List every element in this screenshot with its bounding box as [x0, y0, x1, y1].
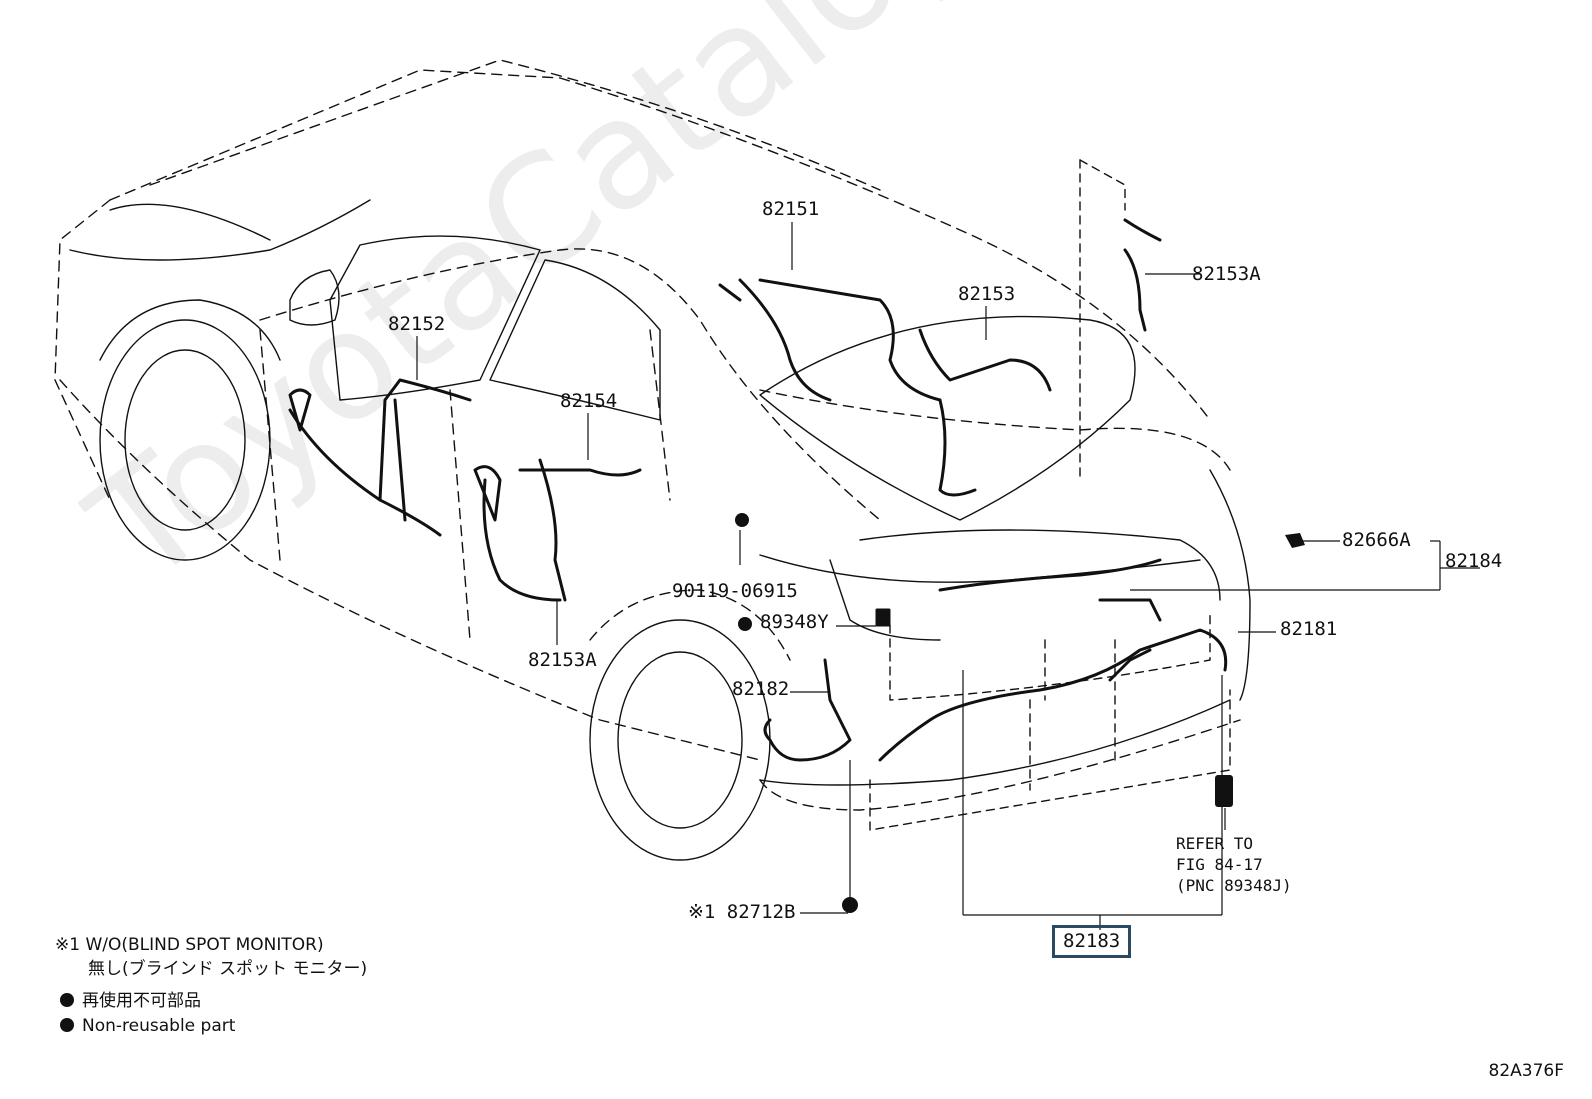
roof-outline [109, 69, 1211, 421]
harness-82153A-top [1123, 218, 1162, 332]
label-82181[interactable]: 82181 [1280, 618, 1338, 640]
label-82666A[interactable]: 82666A [1342, 529, 1411, 551]
nonreusable-dot-icon [60, 993, 74, 1007]
legend-note1-jp: 無し(ブラインド スポット モニター) [88, 959, 368, 979]
figure-code: 82A376F [1488, 1061, 1565, 1081]
refer-note: REFER TO FIG 84-17 (PNC 89348J) [1176, 833, 1292, 896]
label-82712B[interactable]: ※1 82712B [688, 901, 796, 923]
legend-note1-en: ※1 W/O(BLIND SPOT MONITOR) [55, 935, 324, 955]
refer-line-1: REFER TO [1176, 834, 1254, 853]
label-82153A-bottom[interactable]: 82153A [528, 649, 597, 671]
legend-jp-text: 再使用不可部品 [82, 991, 201, 1011]
refer-line-3: (PNC 89348J) [1176, 876, 1292, 895]
label-82153A-top[interactable]: 82153A [1192, 263, 1261, 285]
harness-82153 [918, 328, 1052, 497]
harness-82151 [718, 278, 942, 402]
label-82151[interactable]: 82151 [762, 198, 820, 220]
label-90119-06915[interactable]: 90119-06915 [672, 580, 798, 602]
harness-82152 [288, 378, 472, 537]
legend-en-text: Non-reusable part [82, 1016, 236, 1036]
legend-jp-nonreusable: 再使用不可部品 [60, 993, 201, 1010]
label-82182[interactable]: 82182 [732, 678, 790, 700]
label-82183[interactable]: 82183 [1052, 925, 1132, 958]
label-82153[interactable]: 82153 [958, 283, 1016, 305]
legend-en-nonreusable: Non-reusable part [60, 1018, 235, 1035]
connector-82712B [842, 897, 858, 913]
clip-82666A [1285, 533, 1305, 548]
harness-82183 [878, 628, 1228, 762]
harness-82154 [482, 458, 642, 602]
sensor-89348J [1215, 775, 1233, 807]
label-82154[interactable]: 82154 [560, 390, 618, 412]
nonreusable-dot-89348Y [738, 617, 752, 631]
label-82152[interactable]: 82152 [388, 313, 446, 335]
label-82184[interactable]: 82184 [1445, 550, 1503, 572]
harness-82182 [763, 658, 852, 762]
clip-89348Y [875, 608, 891, 627]
nonreusable-dot-icon [60, 1018, 74, 1032]
refer-line-2[interactable]: FIG 84-17 [1176, 855, 1263, 874]
bolt-90119 [735, 513, 749, 527]
label-89348Y[interactable]: 89348Y [760, 611, 829, 633]
